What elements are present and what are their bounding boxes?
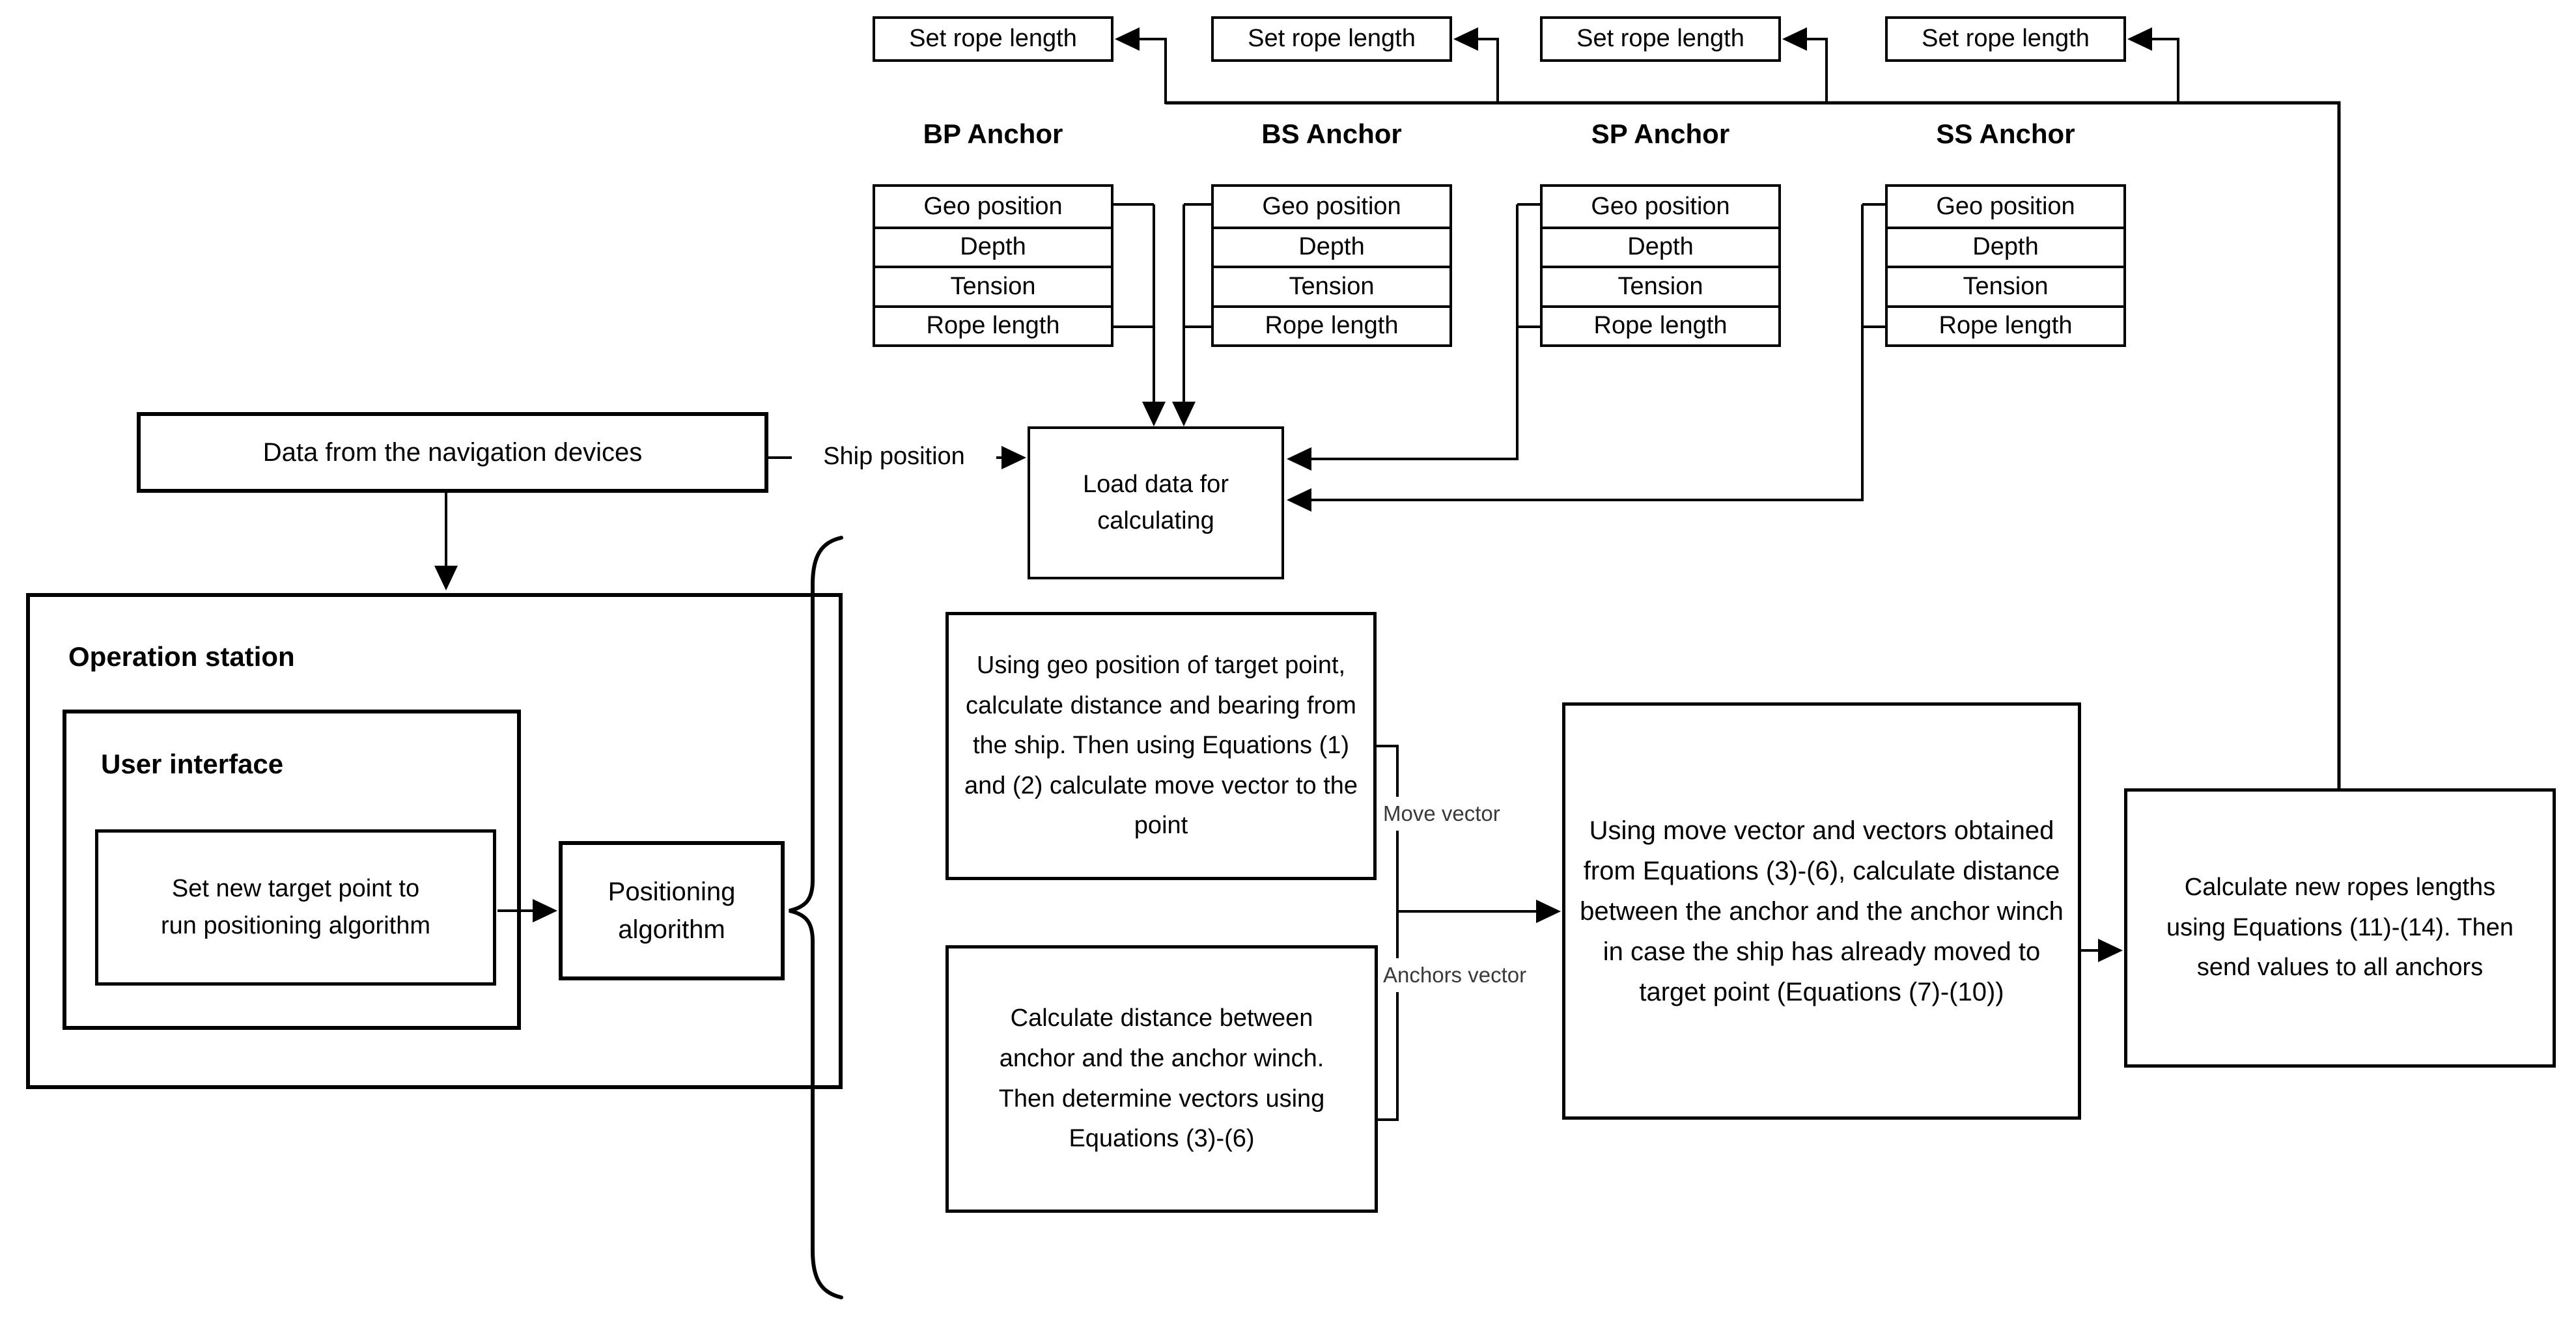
table-row: Depth: [1214, 226, 1449, 266]
bs-connector-line: [1183, 203, 1212, 404]
vectors-arrowhead: [1536, 900, 1561, 923]
table-row: Tension: [875, 266, 1111, 305]
set-rope-length-box-ss: Set rope length: [1885, 16, 2126, 62]
anchor-table-sp: Geo position Depth Tension Rope length: [1540, 184, 1781, 347]
load-data-box: Load data for calculating: [1028, 426, 1284, 579]
table-row: Geo position: [1936, 192, 2075, 220]
ship-position-arrowhead: [1001, 446, 1026, 469]
anchor-table-ss: Geo position Depth Tension Rope length: [1885, 184, 2126, 347]
table-row: Tension: [1543, 266, 1778, 305]
bp-arrowhead: [1142, 402, 1166, 426]
positioning-algorithm-box: Positioning algorithm: [559, 841, 785, 980]
anchor-table-bs: Geo position Depth Tension Rope length: [1211, 184, 1452, 347]
anchor-title-bp: BP Anchor: [923, 118, 1063, 149]
new-rope-lengths-box: Calculate new ropes lengths using Equati…: [2124, 788, 2556, 1068]
table-row: Tension: [1888, 266, 2123, 305]
table-row: Rope length: [1888, 305, 2123, 345]
table-row: Tension: [1214, 266, 1449, 305]
set-rope-length-box-sp: Set rope length: [1540, 16, 1781, 62]
table-row: Depth: [875, 226, 1111, 266]
anchor-table-bp: Geo position Depth Tension Rope length: [873, 184, 1113, 347]
nav-to-station-arrowhead: [434, 566, 458, 590]
bs-arrowhead: [1172, 402, 1196, 426]
move-vector-calc-box: Using geo position of target point, calc…: [945, 612, 1377, 880]
table-row: Rope length: [875, 305, 1111, 345]
operation-station-title: Operation station: [68, 641, 295, 672]
anchor-vectors-calc-box: Calculate distance between anchor and th…: [945, 945, 1378, 1213]
set-rope-length-box-bs: Set rope length: [1211, 16, 1452, 62]
table-row: Depth: [1888, 226, 2123, 266]
anchors-vector-label: Anchors vector: [1379, 958, 1531, 992]
table-row: Rope length: [1543, 305, 1778, 345]
ship-position-label: Ship position: [792, 436, 996, 477]
user-interface-title: User interface: [101, 749, 284, 779]
set-rope-length-box-bp: Set rope length: [873, 16, 1113, 62]
table-row: Geo position: [1262, 192, 1401, 220]
anchor-title-sp: SP Anchor: [1591, 118, 1730, 149]
table-row: Depth: [1543, 226, 1778, 266]
distance-to-ropes-arrowhead: [2098, 939, 2123, 962]
table-row: Rope length: [1214, 305, 1449, 345]
anchor-title-bs: BS Anchor: [1261, 118, 1402, 149]
table-row: Geo position: [1591, 192, 1730, 220]
anchor-title-ss: SS Anchor: [1936, 118, 2075, 149]
bp-connector-line: [1113, 203, 1155, 404]
move-vector-label: Move vector: [1379, 797, 1504, 831]
sp-arrowhead: [1287, 447, 1311, 471]
table-row: Geo position: [923, 192, 1063, 220]
ss-arrowhead: [1287, 488, 1311, 512]
set-target-point-box: Set new target point to run positioning …: [95, 829, 496, 986]
navigation-devices-box: Data from the navigation devices: [137, 412, 768, 493]
distance-calc-box: Using move vector and vectors obtained f…: [1562, 702, 2081, 1120]
